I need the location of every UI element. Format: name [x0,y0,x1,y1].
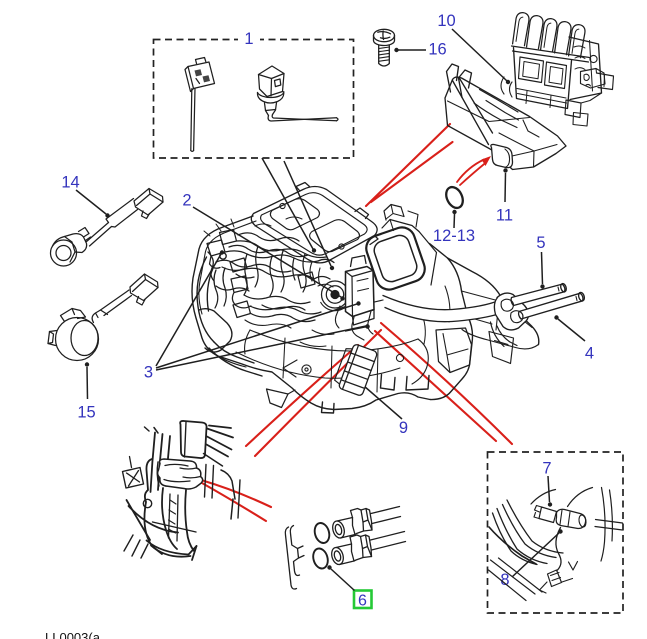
svg-text:4: 4 [585,345,594,363]
svg-text:15: 15 [77,404,95,422]
svg-text:3: 3 [144,364,153,382]
svg-text:12-13: 12-13 [433,227,475,245]
svg-text:1: 1 [244,30,253,48]
svg-text:5: 5 [536,234,545,252]
svg-text:8: 8 [500,571,509,589]
svg-text:14: 14 [61,174,79,192]
svg-text:11: 11 [496,207,513,225]
svg-text:LL0003(a: LL0003(a [45,630,101,639]
svg-text:9: 9 [399,419,408,437]
svg-text:6: 6 [358,593,367,610]
svg-text:2: 2 [182,192,191,210]
svg-text:7: 7 [542,460,551,478]
svg-text:16: 16 [428,41,446,59]
svg-text:10: 10 [437,12,455,30]
